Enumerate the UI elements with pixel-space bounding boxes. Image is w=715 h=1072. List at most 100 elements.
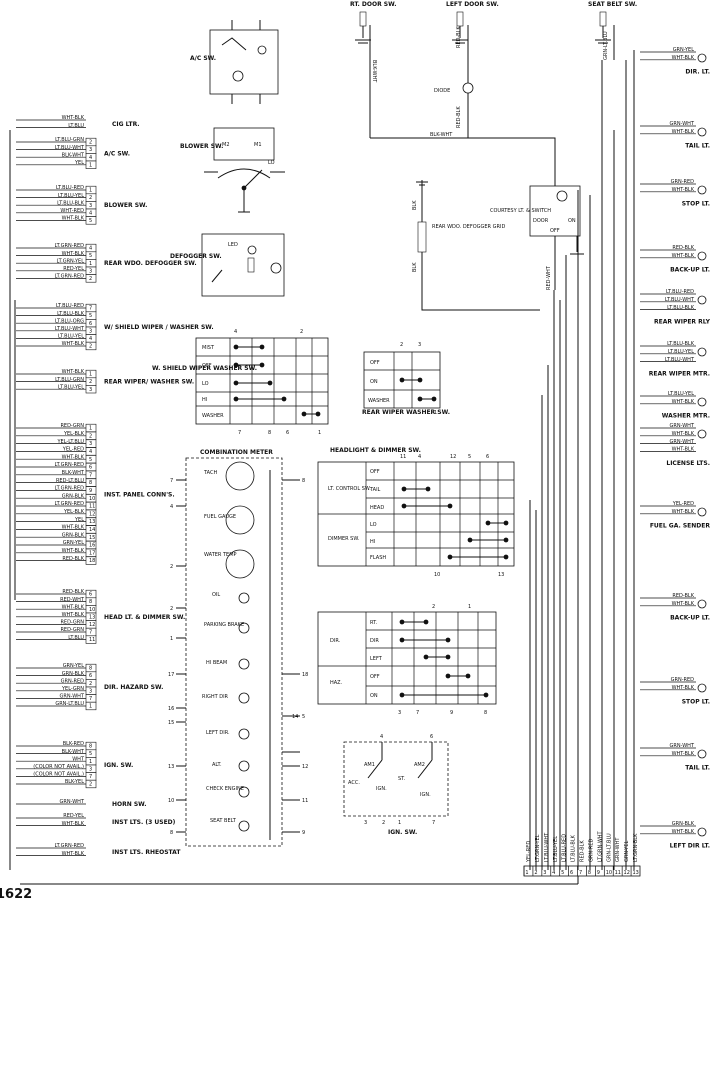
bottom-connector-pins: 1YEL-RED2LT.GRN-YEL3LT.BLU-WHT4LT.BLU-YE… (523, 830, 639, 876)
device-name: STOP LT. (682, 201, 710, 208)
wire-color-label: WHT-BLK (672, 447, 695, 453)
rear-harness-bus (529, 50, 635, 870)
ign-ign-label-a: IGN. (376, 786, 387, 792)
bottom-pin-number: 4 (552, 870, 555, 876)
device-name: TAIL LT. (685, 143, 710, 150)
connector-name: HORN SW. (112, 801, 147, 808)
pin-number: 2 (89, 681, 92, 687)
pin-number: 1 (89, 759, 92, 765)
wire-color-label: WHT-BLK (62, 612, 85, 618)
pin-number: 2 (89, 344, 92, 350)
wire-color-label: BLK-WHT (62, 749, 85, 755)
device-name: STOP LT. (682, 699, 710, 706)
meter-water: WATER TEMP (204, 552, 237, 558)
seat-belt-bulb-icon (238, 820, 250, 832)
connector-name: REAR WDO. DEFOGGER SW. (104, 260, 197, 267)
connector-name: INST. PANEL CONN'S. (104, 491, 175, 498)
wire-color-label: LT.BLU-WHT (665, 357, 695, 363)
meter-check: CHECK ENGINE (206, 786, 244, 792)
pin-number: 4 (89, 449, 92, 455)
wire-color-label: YEL-RED (62, 447, 84, 453)
seat-belt-wire-label: GRN-LT.BLU (603, 31, 609, 60)
right-dir-bulb-icon (238, 692, 250, 704)
pin-number: 3 (89, 441, 92, 447)
defogger-switch: DEFOGGER SW. LED (170, 233, 285, 297)
bottom-wire-label: YEL-RED (526, 841, 532, 863)
wire-color-label: LT.GRN-RED (54, 843, 84, 849)
wire-color-label: YEL-BLK (63, 509, 85, 515)
blower-m2-label: M2 (222, 142, 230, 148)
bottom-pin-number: 5 (561, 870, 564, 876)
bottom-pin-number: 3 (543, 870, 546, 876)
meter-fuel: FUEL GAUGE (204, 514, 236, 520)
parking-brake-bulb-icon (238, 622, 250, 634)
dir-pin-bottom-4: 8 (484, 710, 487, 716)
left-trunk (9, 130, 16, 870)
wire-color-label: RED-WHT (60, 597, 85, 603)
rear-defogger-grid: REAR WDO. DEFOGGER GRID BLK BLK (412, 180, 540, 311)
wire-color-label: LT.BLU-ORG (55, 318, 84, 324)
wire-color-label: RED-GRN (60, 423, 84, 429)
pin-number: 9 (89, 488, 92, 494)
wire-color-label: GRN-RED (671, 179, 695, 185)
pin-number: 6 (89, 673, 92, 679)
meter-pin-l9: 13 (168, 764, 174, 770)
connector-name: INST LTS. (3 USED) (112, 819, 176, 826)
wire-color-label: WHT-BLK (672, 751, 695, 757)
wire-color-label: WHT-BLK (672, 685, 695, 691)
ac-switch: A/C SW. (190, 20, 279, 104)
wire-color-label: WHT-BLK (62, 851, 85, 857)
wire-color-label: BLK-RED (63, 741, 84, 747)
wiper-pin-bottom-a: 7 (238, 430, 241, 436)
pin-number: 2 (89, 782, 92, 788)
combination-meter: COMBINATION METER TACH FUEL GAUGE WATER … (168, 449, 308, 847)
bottom-pin-number: 13 (632, 870, 638, 876)
wire-color-label: WHT-BLK (62, 548, 85, 554)
wiper-pin-top-b: 2 (300, 329, 303, 335)
headlight-title: HEADLIGHT & DIMMER SW. (330, 447, 421, 454)
wire-color-label: RED-BLK (62, 589, 84, 595)
bottom-pin-number: 1 (525, 870, 528, 876)
bottom-pin-number: 11 (615, 870, 621, 876)
pin-number: 8 (89, 599, 92, 605)
pin-number: 13 (89, 614, 95, 620)
wire-color-label: LT.BLU-GRN (55, 377, 84, 383)
pin-number: 2 (89, 379, 92, 385)
pin-number: 17 (89, 550, 95, 556)
left-door-switch: LEFT DOOR SW. RED-BLK DIODE RED-BLK (434, 1, 499, 138)
diode-wire-label: RED-BLK (456, 106, 462, 128)
bottom-wire-label: GRN-LT.BLU (606, 833, 612, 862)
rt-door-switch: RT. DOOR SW. BLK-WHT (350, 1, 397, 138)
dimmer-row-flash: FLASH (370, 555, 386, 561)
ign-pin-bottom-3: 3 (364, 820, 367, 826)
ac-switch-label: A/C SW. (190, 55, 216, 62)
pin-number: 16 (89, 543, 95, 549)
blower-switch: BLOWER SW. M2 M1 LO (180, 127, 285, 213)
meter-parking: PARKING BRAKE (204, 622, 244, 628)
pin-number: 7 (89, 630, 92, 636)
rt-door-switch-label: RT. DOOR SW. (350, 1, 397, 8)
defogger-wire-bottom: BLK (412, 262, 418, 272)
device-name: FUEL GA. SENDER (650, 523, 711, 530)
courtesy-door-label: DOOR (533, 218, 549, 224)
dir-row-left: LEFT (370, 656, 383, 662)
pin-number: 2 (89, 140, 92, 146)
dir-pin-bottom-1: 3 (398, 710, 401, 716)
wire-color-label: WHT-BLK (62, 251, 85, 257)
lamp-icon (697, 127, 707, 137)
check-engine-bulb-icon (238, 786, 250, 798)
tach-gauge (225, 461, 255, 491)
wire-color-label: WHT-BLK (672, 509, 695, 515)
wire-color-label: WHT-BLK (62, 454, 85, 460)
hi-beam-bulb-icon (238, 658, 250, 670)
wiper-switch-grid: W. SHIELD WIPER WASHER SW. MIST OFF LO H… (152, 329, 329, 436)
